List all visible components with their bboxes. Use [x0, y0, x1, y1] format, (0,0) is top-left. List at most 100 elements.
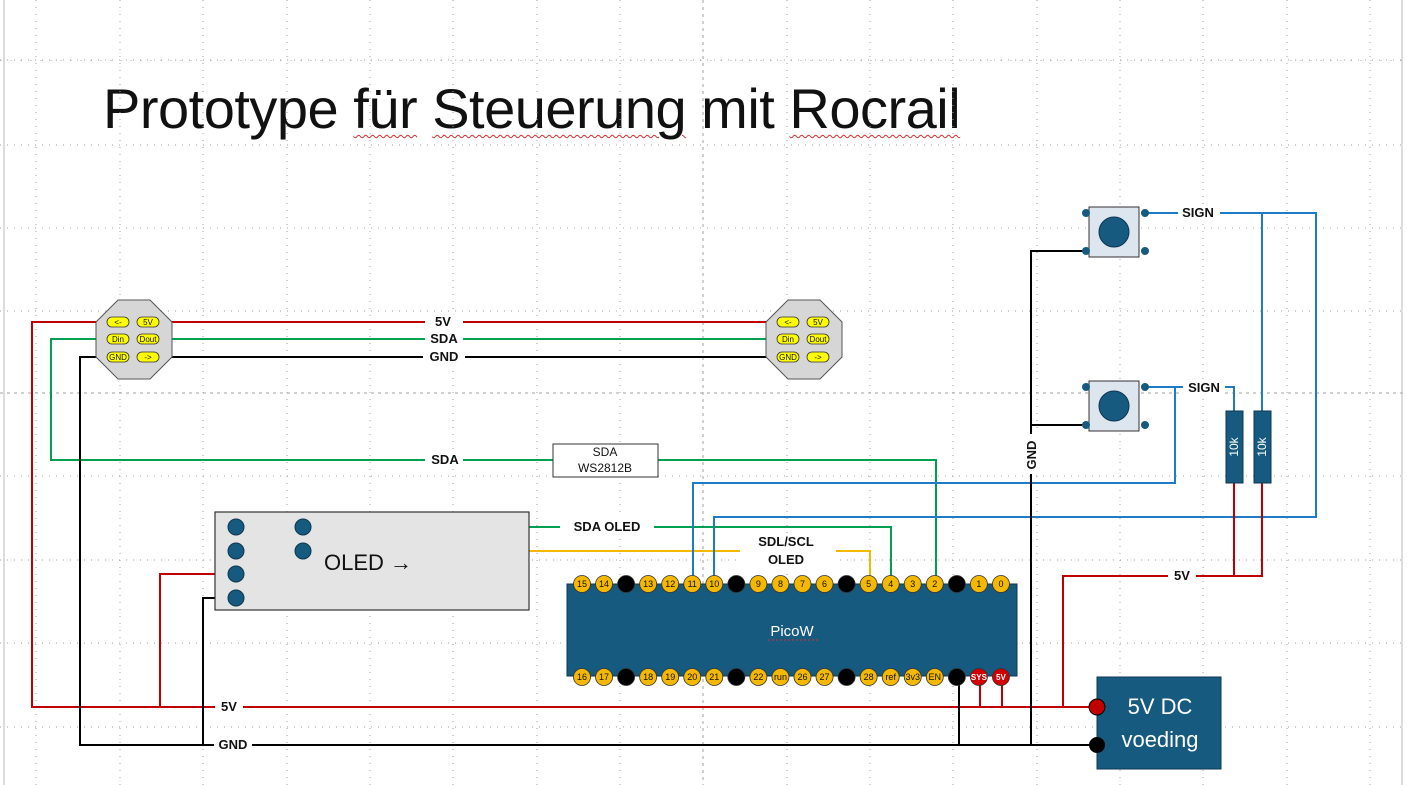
pico-pin	[639, 575, 658, 593]
wire-5v-right	[1062, 483, 1235, 707]
pico-pin	[925, 575, 944, 593]
pico-pin-label: 28	[864, 672, 874, 682]
title-text-1: Prototype	[103, 77, 354, 140]
psu-line1: 5V DC	[1128, 694, 1193, 719]
wire-oled-gnd	[202, 597, 236, 745]
pico-pin	[683, 575, 702, 593]
psu-line2: voeding	[1121, 727, 1198, 752]
pico-pin-label: 15	[577, 579, 587, 589]
oled-pin-scl	[294, 542, 312, 560]
resistor-2: 10k	[1253, 410, 1272, 484]
pico-pin	[815, 575, 834, 593]
pico-pin	[992, 575, 1010, 593]
label-gnd-bottom: GND	[219, 737, 248, 752]
wire-sda-top	[50, 338, 937, 585]
resistor-2-label: 10k	[1255, 436, 1269, 456]
pico-pin	[771, 668, 790, 686]
wire-sign-2	[692, 386, 1176, 585]
title-text-4: Steuerung	[432, 77, 687, 140]
label-gnd-top: GND	[430, 349, 459, 364]
oled-label: OLED →	[324, 550, 412, 575]
button-2-cap[interactable]	[1098, 390, 1130, 422]
label-sda-top: SDA	[430, 331, 458, 346]
led-right-pin-4: GND	[779, 353, 797, 362]
pico-gnd-pin	[947, 575, 966, 593]
pico-pin-label: 1	[976, 579, 981, 589]
pico-pin	[661, 668, 680, 686]
pico-gnd-pin	[727, 668, 746, 686]
ws-label-line2: WS2812B	[578, 461, 632, 475]
pico-pin-label: 5	[866, 579, 871, 589]
pico-pin	[992, 668, 1010, 686]
push-button-2[interactable]	[1082, 380, 1149, 432]
pico-pin	[970, 668, 988, 686]
oled-pin-1	[227, 518, 245, 536]
pico-pin-label: 16	[577, 672, 587, 682]
led-left-pin-1: 5V	[143, 318, 153, 327]
pico-pin-label: 3v3	[905, 672, 920, 682]
pico-pin	[859, 575, 878, 593]
oled-pin-4	[227, 589, 245, 607]
pico-pin	[573, 575, 591, 593]
led-left-pad-5	[136, 351, 160, 363]
led-right-pad-4	[776, 351, 800, 363]
led-left-pin-2: Din	[112, 335, 124, 344]
title-text-2: für	[353, 77, 418, 140]
psu-terminal-negative	[1089, 737, 1105, 753]
pico-pin	[595, 575, 613, 593]
led-left-pad-3	[136, 333, 160, 345]
pico-pin-label: 6	[822, 579, 827, 589]
pico-pin-label: 21	[709, 672, 719, 682]
pico-pin	[793, 668, 812, 686]
led-right-pad-5	[806, 351, 830, 363]
resistor-1-label: 10k	[1227, 436, 1241, 456]
led-right-pad-2	[776, 333, 800, 345]
label-5v-bottom: 5V	[221, 699, 237, 714]
push-button-1[interactable]	[1082, 206, 1149, 258]
label-5v-top: 5V	[435, 314, 451, 329]
title-text-6: Rocrail	[789, 77, 961, 140]
pico-pin	[661, 575, 680, 593]
pico-pin	[903, 668, 922, 686]
led-right-pad-1	[806, 316, 830, 328]
pico-pin-label: 19	[665, 672, 675, 682]
label-sign-2: SIGN	[1188, 380, 1220, 395]
psu-terminal-positive	[1088, 698, 1106, 716]
power-supply: 5V DC voeding	[1088, 676, 1222, 770]
pico-pin-label: 9	[756, 579, 761, 589]
pico-pin	[881, 668, 900, 686]
ws-label-line1: SDA	[593, 445, 618, 459]
pico-pin	[881, 575, 900, 593]
ws2812b-label-box: SDA WS2812B	[552, 443, 659, 478]
pico-pin-label: 4	[888, 579, 893, 589]
pico-pin-label: 10	[709, 579, 719, 589]
wire-oled-5v	[159, 573, 236, 707]
pico-pin	[793, 575, 812, 593]
pico-gnd-pin	[837, 668, 856, 686]
pico-pin-label: 12	[665, 579, 675, 589]
led-left-pin-3: Dout	[140, 335, 158, 344]
pico-pin-label: 7	[800, 579, 805, 589]
pico-pin	[573, 668, 591, 686]
pico-pin	[705, 668, 724, 686]
led-right-pin-1: 5V	[813, 318, 823, 327]
wire-gnd-buttons	[1030, 250, 1086, 745]
pico-pin-label: 2	[932, 579, 937, 589]
page-title: Prototype für Steuerung mit Rocrail	[103, 76, 961, 141]
led-left-pin-0: <-	[114, 318, 122, 327]
pico-pin	[749, 575, 768, 593]
oled-module: OLED →	[214, 511, 530, 611]
pico-gnd-pin	[617, 575, 635, 593]
resistor-1: 10k	[1225, 410, 1244, 484]
button-1-cap[interactable]	[1098, 216, 1130, 248]
pico-pin	[749, 668, 768, 686]
led-right-pad-0	[776, 316, 800, 328]
led-module-right: <- 5V Din Dout GND ->	[765, 299, 843, 380]
pico-pin-label: SYS	[971, 673, 988, 682]
pico-pin-label: ref	[885, 672, 896, 682]
